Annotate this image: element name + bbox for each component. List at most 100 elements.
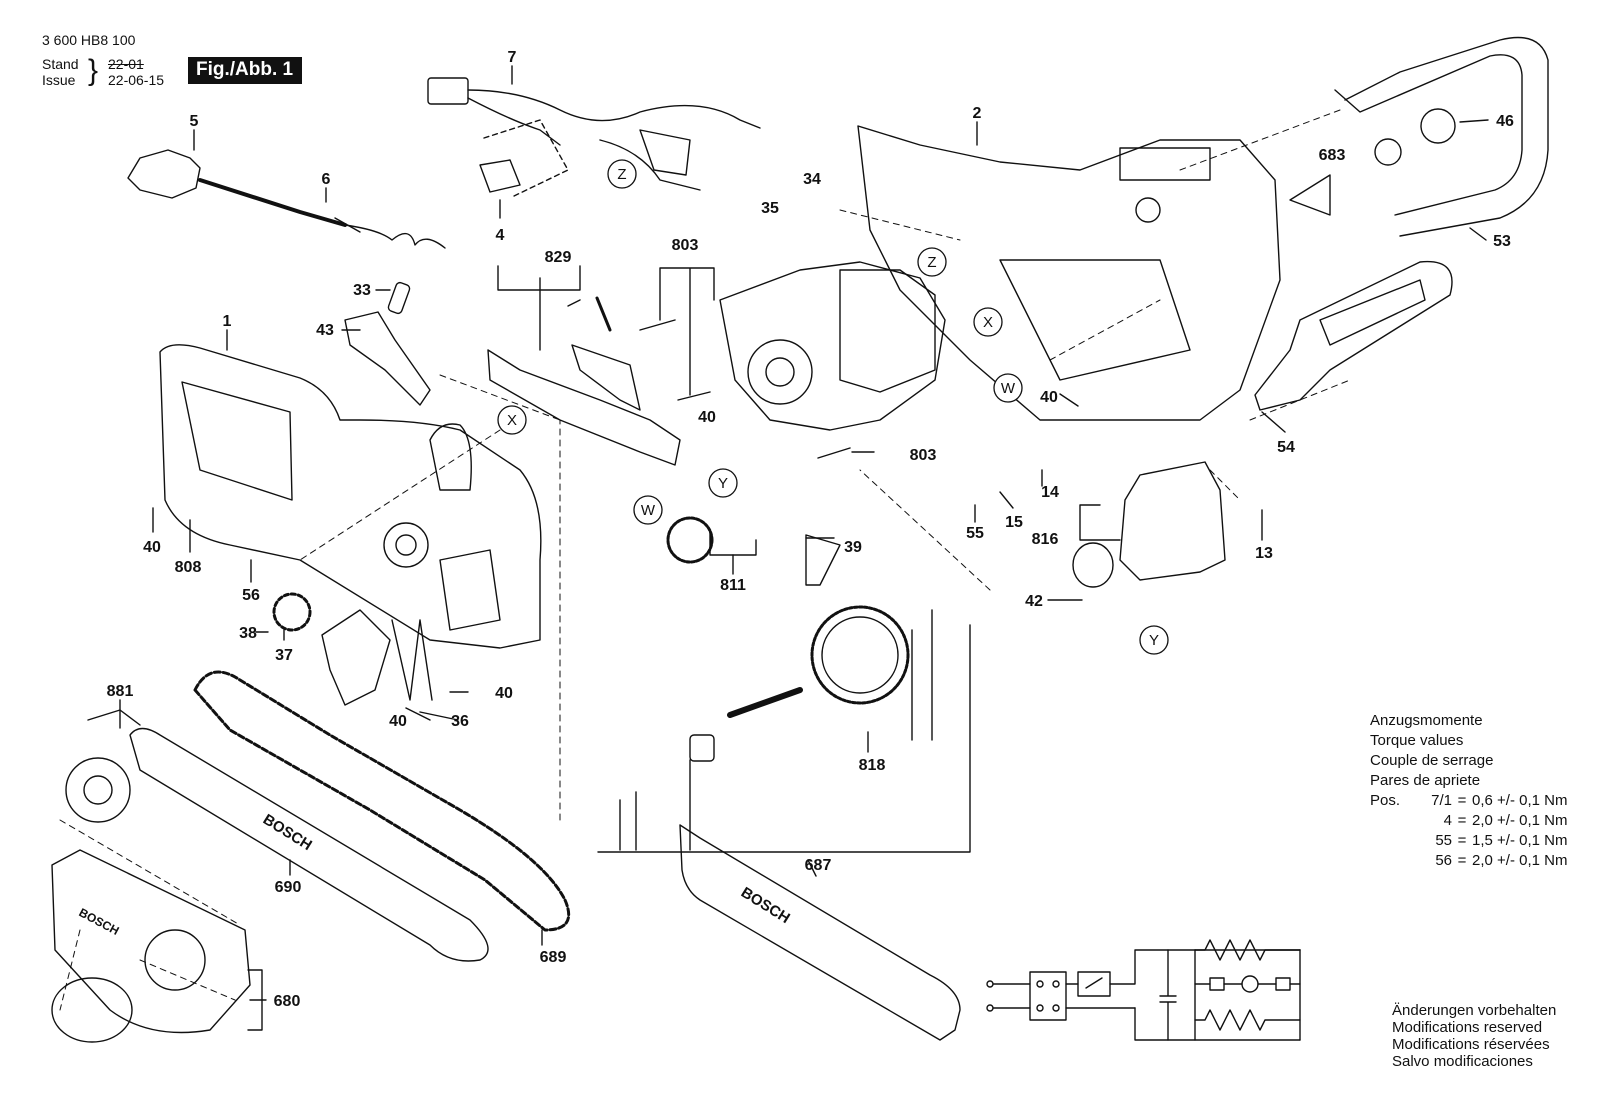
svg-text:Z: Z — [617, 166, 626, 183]
modification-line-en: Modifications reserved — [1392, 1019, 1543, 1036]
callout-37: 37 — [275, 647, 293, 664]
callout-6: 6 — [322, 171, 331, 188]
callout-14: 14 — [1041, 484, 1059, 501]
torque-value: 1,5 +/- 0,1 Nm — [1472, 832, 1568, 849]
callout-42: 42 — [1025, 593, 1043, 610]
sprocket-part-37 — [272, 592, 312, 632]
callout-40-mid: 40 — [389, 713, 407, 730]
callout-40-lower: 40 — [495, 685, 513, 702]
torque-pos-label: Pos. — [1370, 792, 1401, 809]
callout-816: 816 — [1032, 531, 1059, 548]
marker-w-right: W — [993, 373, 1023, 403]
marker-z-top: Z — [607, 159, 637, 189]
callout-5: 5 — [190, 113, 199, 130]
callout-35: 35 — [761, 200, 779, 217]
callout-43: 43 — [316, 322, 334, 339]
guide-bar-part-690 — [129, 727, 489, 962]
motor-assembly-part-803 — [639, 261, 946, 459]
tensioner-part-36 — [321, 609, 391, 706]
circuit-diagram — [986, 939, 1301, 1041]
resistor-top-symbol — [1194, 939, 1301, 961]
filter-module-part-816 — [1072, 461, 1226, 588]
torque-value: 2,0 +/- 0,1 Nm — [1472, 852, 1568, 869]
chain-wheel-cover-part-881 — [65, 757, 131, 823]
callout-33: 33 — [353, 282, 371, 299]
torque-pos: 55 — [1435, 832, 1452, 849]
callout-53: 53 — [1493, 233, 1511, 250]
callout-680: 680 — [274, 993, 301, 1010]
tool-part-683 — [1289, 174, 1331, 216]
brand-cover: BOSCH — [738, 884, 793, 927]
torque-row: 55 = 1,5 +/- 0,1 Nm — [1370, 831, 1567, 851]
motor-symbol — [1241, 975, 1259, 993]
marker-x-left: X — [497, 405, 527, 435]
callout-687: 687 — [805, 857, 832, 874]
capacitor-symbol — [1159, 949, 1177, 1041]
callout-4: 4 — [496, 227, 505, 244]
lock-button-part-43 — [344, 281, 431, 406]
torque-title-es: Pares de apriete — [1370, 772, 1481, 789]
callout-690: 690 — [275, 879, 302, 896]
marker-x-right: X — [973, 307, 1003, 337]
callout-54: 54 — [1277, 439, 1295, 456]
marker-y-right: Y — [1139, 625, 1169, 655]
torque-pos: 7/1 — [1431, 792, 1452, 809]
callout-2: 2 — [973, 105, 982, 122]
switch-part-4 — [479, 119, 569, 197]
torque-row: Pos. 7/1 = 0,6 +/- 0,1 Nm — [1370, 791, 1567, 811]
callout-803-top: 803 — [672, 237, 699, 254]
figure-label: Fig./Abb. 1 — [188, 57, 303, 84]
part-number: 3 600 HB8 100 — [42, 32, 136, 48]
brand-chain-cover: BOSCH — [77, 905, 122, 938]
callout-683: 683 — [1319, 147, 1346, 164]
svg-text:W: W — [641, 502, 656, 519]
callout-1: 1 — [223, 313, 232, 330]
equals-sign: = — [1457, 792, 1467, 809]
issue-label: Issue — [42, 72, 76, 88]
stand-value: 22-01 — [108, 56, 144, 72]
modifications-notice: Änderungen vorbehalten Modifications res… — [1392, 1002, 1556, 1070]
callout-39: 39 — [844, 539, 862, 556]
bar-cover-part-687 — [679, 824, 961, 1041]
svg-text:X: X — [983, 314, 993, 331]
torque-title-en: Torque values — [1370, 732, 1464, 749]
bearing-part-818 — [689, 734, 715, 762]
svg-text:Z: Z — [927, 254, 936, 271]
marker-w-left: W — [633, 495, 663, 525]
ring-part-46 — [1420, 108, 1456, 144]
torque-value: 0,6 +/- 0,1 Nm — [1472, 792, 1568, 809]
knob-part-680 — [51, 977, 133, 1043]
power-cable-part-6 — [127, 149, 446, 249]
torque-values-block: Anzugsmomente Torque values Couple de se… — [1370, 711, 1567, 871]
chain-cover-part-680 — [51, 849, 251, 1034]
callout-34: 34 — [803, 171, 821, 188]
modification-line-fr: Modifications réservées — [1392, 1036, 1550, 1053]
svg-text:W: W — [1001, 380, 1016, 397]
gear-part-811 — [666, 516, 714, 564]
spring-part-36 — [391, 619, 433, 701]
svg-text:X: X — [507, 412, 517, 429]
callout-40-right: 40 — [1040, 389, 1058, 406]
resistor-bottom-symbol — [1194, 1009, 1301, 1031]
front-handle-part-53 — [1334, 36, 1549, 237]
callout-881: 881 — [107, 683, 134, 700]
svg-text:Y: Y — [718, 475, 728, 492]
issue-value: 22-06-15 — [108, 72, 165, 88]
oil-hose-part-39 — [805, 534, 841, 586]
saw-chain-part-689 — [193, 670, 571, 932]
marker-z-motor: Z — [917, 247, 947, 277]
callout-15: 15 — [1005, 514, 1023, 531]
gear-part-818 — [810, 605, 910, 705]
modification-line-de: Änderungen vorbehalten — [1392, 1002, 1557, 1019]
callout-7: 7 — [508, 49, 517, 66]
housing-half-part-2 — [857, 125, 1281, 421]
callout-811: 811 — [720, 577, 746, 594]
callout-55: 55 — [966, 525, 984, 542]
callout-829: 829 — [545, 249, 572, 266]
callout-56: 56 — [242, 587, 260, 604]
shaft-part-818 — [727, 687, 803, 718]
torque-row: 56 = 2,0 +/- 0,1 Nm — [1370, 851, 1567, 871]
svg-text:Y: Y — [1149, 632, 1159, 649]
callout-689: 689 — [540, 949, 567, 966]
